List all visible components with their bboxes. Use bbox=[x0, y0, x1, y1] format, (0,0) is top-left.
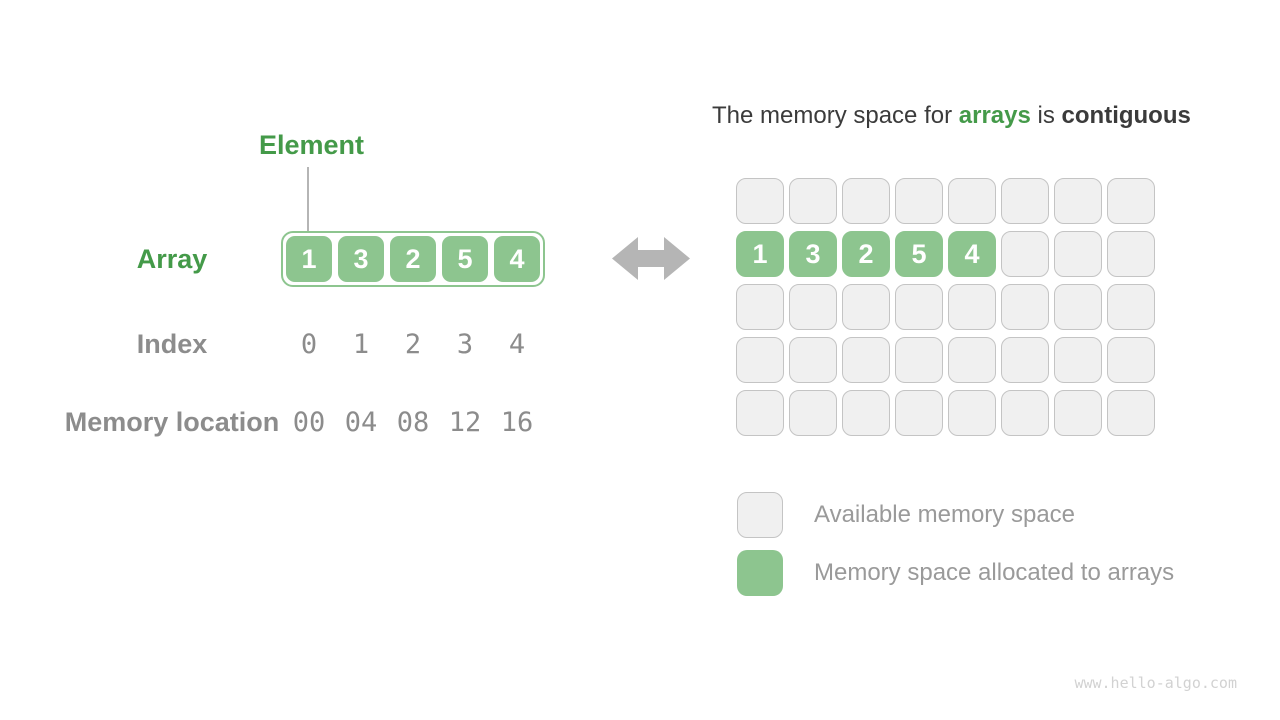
memory-cell-allocated: 1 bbox=[736, 231, 784, 277]
title-middle: is bbox=[1037, 102, 1055, 129]
array-cell: 5 bbox=[442, 236, 488, 282]
memory-cell bbox=[736, 284, 784, 330]
double-arrow-shape bbox=[612, 237, 690, 280]
memory-location-row: 00 04 08 12 16 bbox=[286, 399, 540, 445]
array-cell: 3 bbox=[338, 236, 384, 282]
memory-location-value: 16 bbox=[500, 406, 534, 438]
memory-cell bbox=[1107, 390, 1155, 436]
index-value: 2 bbox=[404, 328, 422, 360]
memory-cell-allocated: 4 bbox=[948, 231, 996, 277]
memory-cell bbox=[1107, 231, 1155, 277]
memory-cell bbox=[948, 178, 996, 224]
memory-cell-allocated: 3 bbox=[789, 231, 837, 277]
memory-cell bbox=[1054, 231, 1102, 277]
array-cell: 4 bbox=[494, 236, 540, 282]
memory-location-value: 12 bbox=[448, 406, 482, 438]
memory-cell bbox=[948, 390, 996, 436]
legend-row: Available memory space bbox=[737, 492, 1174, 538]
memory-cell bbox=[948, 337, 996, 383]
index-row: 0 1 2 3 4 bbox=[286, 321, 540, 367]
element-label: Element bbox=[259, 130, 365, 160]
title: The memory space for arrays is contiguou… bbox=[712, 101, 1232, 131]
memory-cell-allocated: 2 bbox=[842, 231, 890, 277]
legend-swatch-available bbox=[737, 492, 783, 538]
memory-cell bbox=[1107, 284, 1155, 330]
memory-cell bbox=[895, 337, 943, 383]
index-value: 1 bbox=[352, 328, 370, 360]
legend-label: Available memory space bbox=[814, 501, 1076, 528]
index-value: 4 bbox=[508, 328, 526, 360]
array-cell: 1 bbox=[286, 236, 332, 282]
memory-cell bbox=[736, 390, 784, 436]
memory-cell bbox=[1001, 231, 1049, 277]
memory-cell bbox=[736, 178, 784, 224]
memory-location-value: 04 bbox=[344, 406, 378, 438]
memory-cell bbox=[736, 337, 784, 383]
memory-cell bbox=[842, 284, 890, 330]
memory-cell bbox=[895, 390, 943, 436]
memory-cell bbox=[789, 337, 837, 383]
memory-cell bbox=[948, 284, 996, 330]
index-value: 0 bbox=[300, 328, 318, 360]
memory-cell bbox=[789, 178, 837, 224]
element-pointer-line bbox=[307, 167, 309, 231]
memory-cell bbox=[1054, 284, 1102, 330]
memory-cell bbox=[1054, 178, 1102, 224]
watermark: www.hello-algo.com bbox=[1074, 674, 1237, 692]
memory-cell bbox=[842, 337, 890, 383]
array-label: Array bbox=[136, 244, 208, 274]
memory-cell bbox=[1001, 337, 1049, 383]
title-highlight: arrays bbox=[958, 102, 1031, 129]
memory-cell bbox=[842, 390, 890, 436]
memory-cell-allocated: 5 bbox=[895, 231, 943, 277]
memory-cell bbox=[1054, 337, 1102, 383]
memory-location-value: 00 bbox=[292, 406, 326, 438]
memory-location-label: Memory location bbox=[64, 407, 280, 437]
memory-cell bbox=[1107, 337, 1155, 383]
memory-cell bbox=[789, 284, 837, 330]
memory-cell bbox=[842, 178, 890, 224]
legend-swatch-allocated bbox=[737, 550, 783, 596]
memory-cell bbox=[1001, 178, 1049, 224]
memory-cell bbox=[1107, 178, 1155, 224]
memory-cell bbox=[1054, 390, 1102, 436]
title-prefix: The memory space for bbox=[712, 102, 953, 129]
memory-cell bbox=[895, 284, 943, 330]
title-emphasis: contiguous bbox=[1061, 102, 1191, 129]
memory-cell bbox=[1001, 284, 1049, 330]
legend-row: Memory space allocated to arrays bbox=[737, 550, 1174, 596]
memory-cell bbox=[895, 178, 943, 224]
memory-location-value: 08 bbox=[396, 406, 430, 438]
double-arrow-icon bbox=[612, 237, 690, 280]
index-label: Index bbox=[136, 329, 208, 359]
array-cell: 2 bbox=[390, 236, 436, 282]
index-value: 3 bbox=[456, 328, 474, 360]
memory-cell bbox=[1001, 390, 1049, 436]
memory-cell bbox=[789, 390, 837, 436]
legend-label: Memory space allocated to arrays bbox=[814, 559, 1175, 586]
